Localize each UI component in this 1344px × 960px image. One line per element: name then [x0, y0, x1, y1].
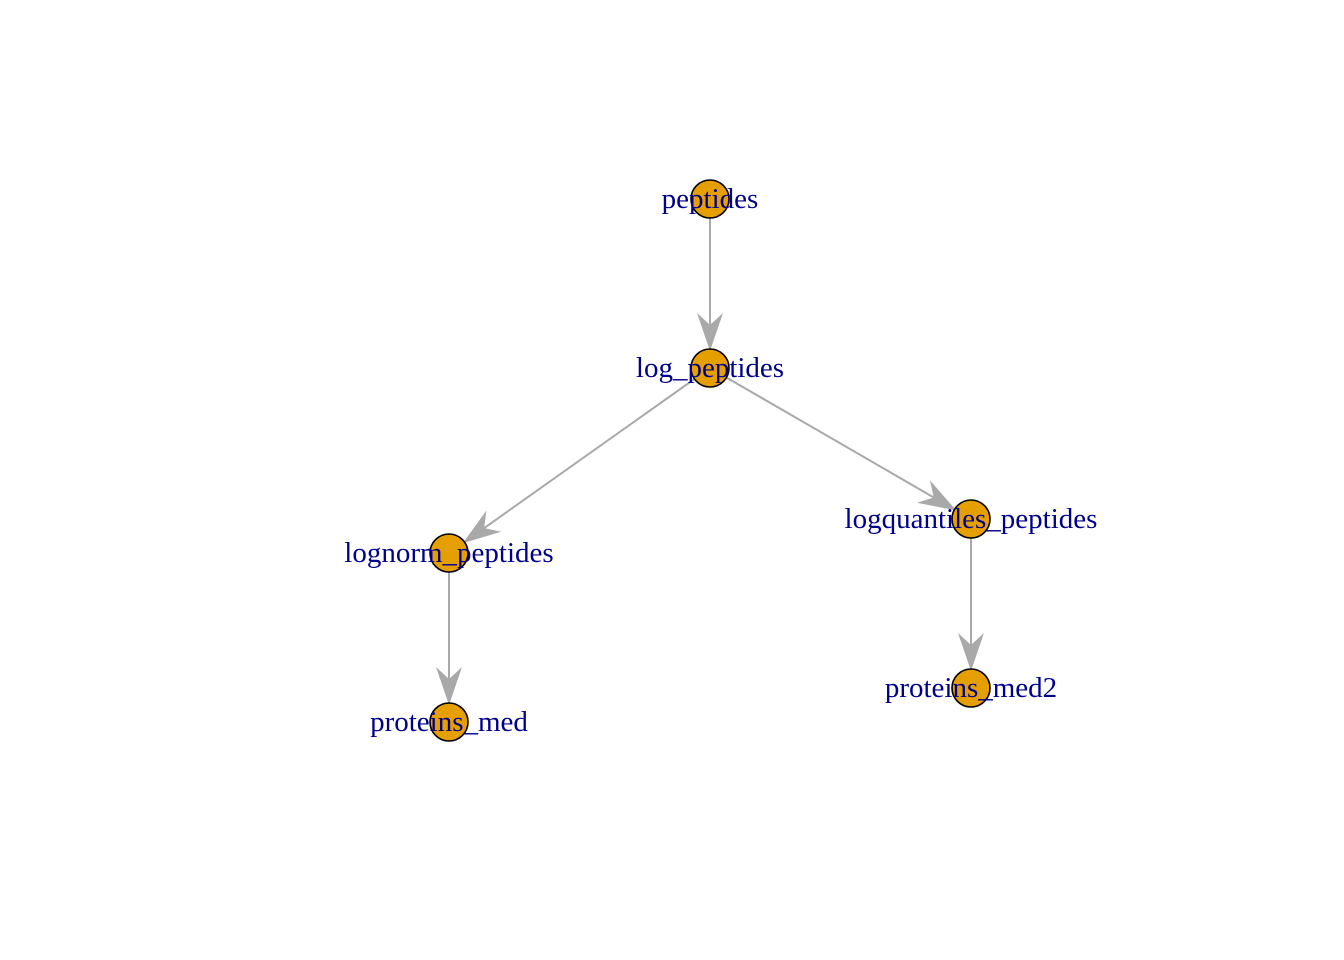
arrowhead	[697, 313, 723, 351]
node-label-lognorm_peptides: lognorm_peptides	[344, 537, 553, 569]
nodes-layer	[429, 179, 991, 742]
arrowhead	[436, 667, 462, 705]
edge-log_peptides-to-lognorm_peptides	[462, 378, 696, 544]
arrowhead	[916, 480, 957, 511]
edge-logquantiles_peptides-to-proteins_med2	[958, 538, 984, 671]
node-proteins_med2	[951, 668, 991, 708]
node-label-proteins_med2: proteins_med2	[885, 672, 1057, 704]
edge-line	[483, 378, 696, 529]
arrowhead	[958, 633, 984, 671]
labels-layer: peptides log_peptides lognorm_peptides logq…	[344, 183, 1097, 738]
edge-peptides-to-log_peptides	[697, 218, 723, 351]
edge-lognorm_peptides-to-proteins_med	[436, 572, 462, 705]
edges-layer	[436, 218, 984, 705]
node-lognorm_peptides	[429, 533, 469, 573]
node-label-log_peptides: log_peptides	[636, 352, 784, 384]
edge-log_peptides-to-logquantiles_peptides	[725, 376, 957, 511]
node-label-peptides: peptides	[662, 183, 759, 215]
node-logquantiles_peptides	[951, 499, 991, 539]
node-label-proteins_med: proteins_med	[370, 706, 528, 738]
node-peptides	[690, 179, 730, 219]
arrowhead	[462, 510, 502, 544]
node-label-logquantiles_peptides: logquantiles_peptides	[845, 503, 1098, 535]
node-log_peptides	[690, 348, 730, 388]
edge-line	[725, 376, 935, 499]
node-proteins_med	[429, 702, 469, 742]
